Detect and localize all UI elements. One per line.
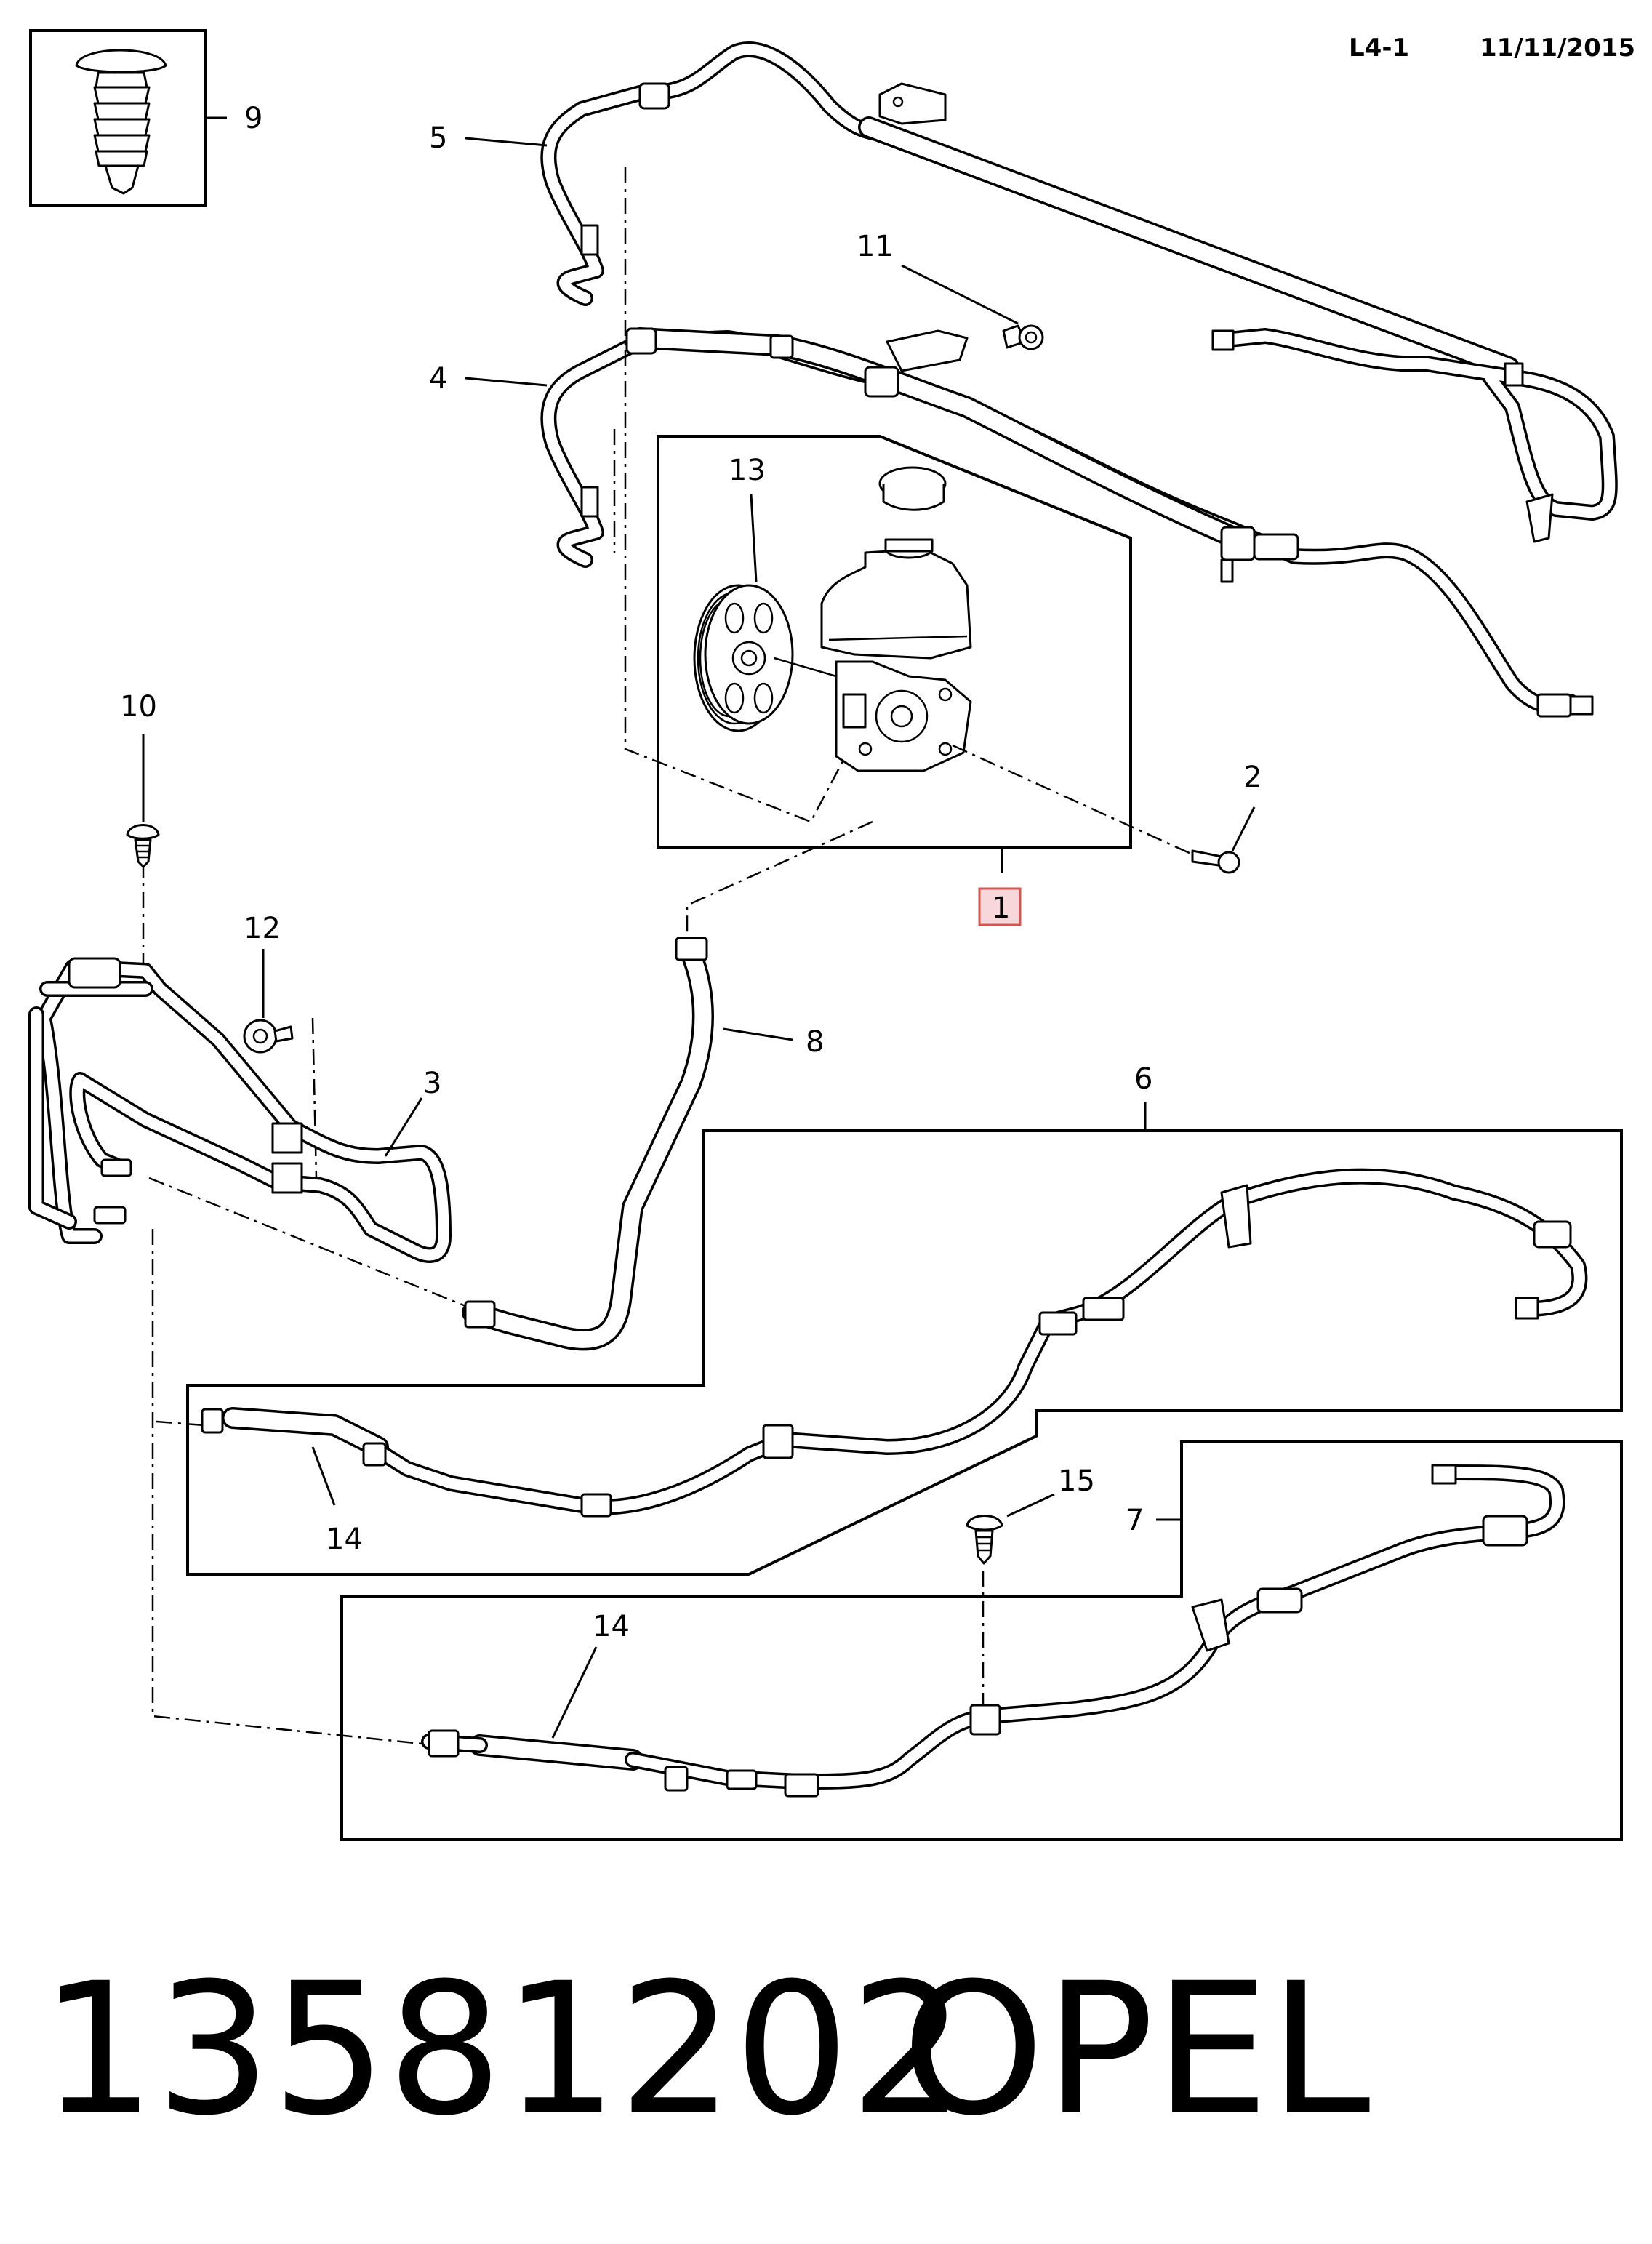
push-clip-icon [75, 49, 167, 195]
callout-9: 9 [244, 102, 262, 135]
hose-6-box [186, 1129, 1623, 1576]
dash-line-lower [151, 1229, 437, 1747]
nut-11-icon [1002, 324, 1044, 350]
dash-line-hose8 [686, 820, 873, 945]
clip-inset-box [29, 29, 206, 207]
pump-assembly-box [657, 435, 1132, 849]
callout-3: 3 [423, 1067, 441, 1100]
callout-1: 1 [992, 891, 1010, 925]
dash-line-pipe3 [148, 1177, 473, 1310]
callout-11: 11 [857, 230, 894, 263]
dash-line-pipe5 [624, 167, 845, 823]
page-date: 11/11/2015 [1480, 33, 1635, 63]
callout-8: 8 [806, 1025, 824, 1059]
nut-12-icon [243, 1019, 294, 1054]
page-code: L4-1 [1349, 33, 1409, 63]
power-steering-pump-icon [693, 466, 972, 772]
callout-7: 7 [1126, 1504, 1144, 1537]
dash-line-6 [156, 1420, 204, 1427]
pipe-3-cooler [28, 957, 452, 1263]
hose-6 [201, 1168, 1588, 1518]
hose-7 [421, 1464, 1565, 1798]
callout-6: 6 [1134, 1062, 1152, 1096]
callout-10: 10 [120, 690, 157, 724]
pipe-4 [540, 327, 1594, 718]
callout-4: 4 [429, 362, 447, 396]
callout-12: 12 [244, 912, 281, 945]
callout-13: 13 [729, 454, 766, 487]
push-clip-15-icon [966, 1515, 1003, 1565]
dash-line-bolt [952, 744, 1193, 856]
callout-14-lower: 14 [593, 1610, 630, 1643]
brand-name: OPEL [902, 1944, 1371, 2155]
callout-1-highlight: 1 [978, 887, 1022, 926]
callout-5: 5 [429, 121, 447, 155]
hose-8 [462, 937, 714, 1351]
callout-2: 2 [1243, 761, 1262, 794]
hose-7-box [340, 1440, 1623, 1841]
bolt-2-icon [1191, 849, 1240, 874]
callout-14-upper: 14 [326, 1523, 363, 1556]
dash-line-nut12 [311, 1017, 318, 1179]
part-number: 13581202 [40, 1944, 965, 2155]
pipe-5 [540, 41, 1618, 543]
callout-15: 15 [1058, 1464, 1095, 1498]
push-clip-10-icon [126, 824, 160, 868]
